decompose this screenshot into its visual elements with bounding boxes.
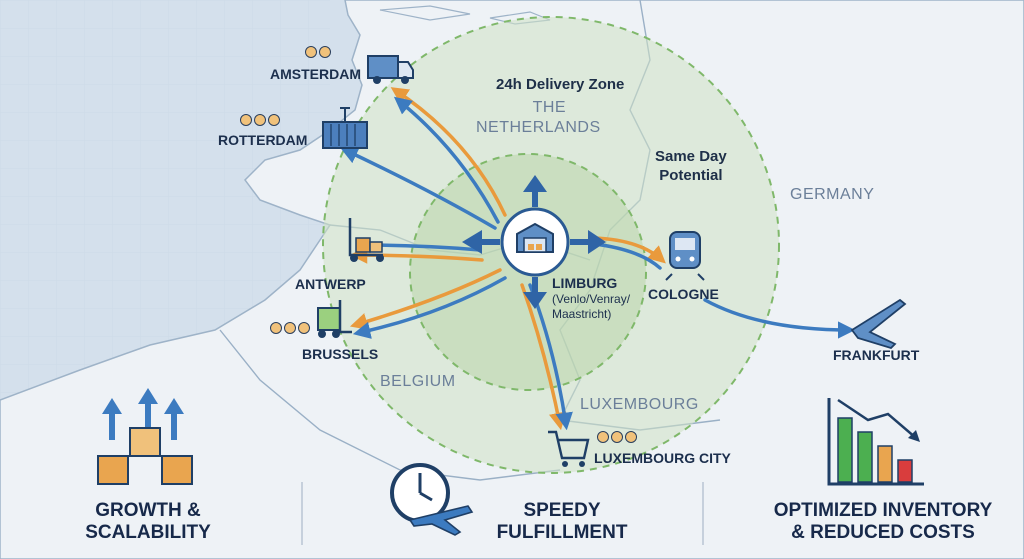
same-day-line2: Potential [659, 167, 723, 184]
city-antwerp: ANTWERP [295, 276, 366, 292]
hub-sub1: (Venlo/Venray/ [552, 292, 631, 306]
benefit-speed-line1: SPEEDY [523, 500, 601, 521]
benefit-growth-line2: SCALABILITY [85, 522, 211, 543]
city-amsterdam: AMSTERDAM [270, 66, 361, 82]
rotterdam-service-icons [240, 114, 280, 126]
routes [340, 87, 856, 431]
same-day-zone-label: Same Day Potential [655, 147, 727, 185]
truck-icon [367, 55, 414, 84]
forklift-icon [317, 300, 352, 338]
benefit-growth-line1: GROWTH & [95, 500, 201, 521]
benefit-inventory-line2: & REDUCED COSTS [791, 522, 975, 543]
shopping-cart-icon [548, 430, 590, 467]
luxembourg-label: LUXEMBOURG [580, 396, 699, 413]
benefit-inventory: OPTIMIZED INVENTORY & REDUCED COSTS [758, 500, 1008, 544]
netherlands-line2: NETHERLANDS [476, 119, 601, 136]
hub-label: LIMBURG (Venlo/Venray/ Maastricht) [552, 276, 630, 322]
benefit-inventory-line1: OPTIMIZED INVENTORY [773, 500, 993, 521]
city-luxembourg: LUXEMBOURG CITY [594, 450, 731, 466]
benefit-speed-line2: FULFILLMENT [496, 522, 628, 543]
city-rotterdam: ROTTERDAM [218, 132, 308, 148]
city-frankfurt: FRANKFURT [833, 347, 920, 363]
benefit-growth: GROWTH & SCALABILITY [48, 500, 248, 544]
hub-name: LIMBURG [552, 275, 618, 291]
germany-label: GERMANY [790, 186, 875, 203]
24h-zone-label: 24h Delivery Zone [496, 76, 625, 93]
brussels-service-icons [270, 322, 310, 334]
train-icon [665, 231, 705, 281]
same-day-line1: Same Day [655, 148, 727, 165]
hand-truck-icon [348, 218, 384, 262]
declining-bar-chart-icon [827, 398, 924, 486]
netherlands-line1: THE [532, 99, 567, 116]
luxembourg-service-icons [597, 431, 637, 443]
airplane-icon [850, 298, 907, 350]
shipping-container-icon [322, 107, 368, 149]
boxes-growth-icon [97, 388, 193, 485]
netherlands-label: THE NETHERLANDS [476, 98, 601, 138]
city-cologne: COLOGNE [648, 286, 719, 302]
belgium-label: BELGIUM [380, 373, 456, 390]
hub-direction-arrows [462, 175, 606, 309]
city-brussels: BRUSSELS [302, 346, 379, 362]
amsterdam-service-icons [305, 46, 331, 58]
clock-plane-icon [390, 463, 474, 536]
hub-sub2: Maastricht) [552, 307, 612, 321]
hub-warehouse-icon [500, 207, 570, 277]
benefit-speed: SPEEDY FULFILLMENT [474, 500, 650, 544]
